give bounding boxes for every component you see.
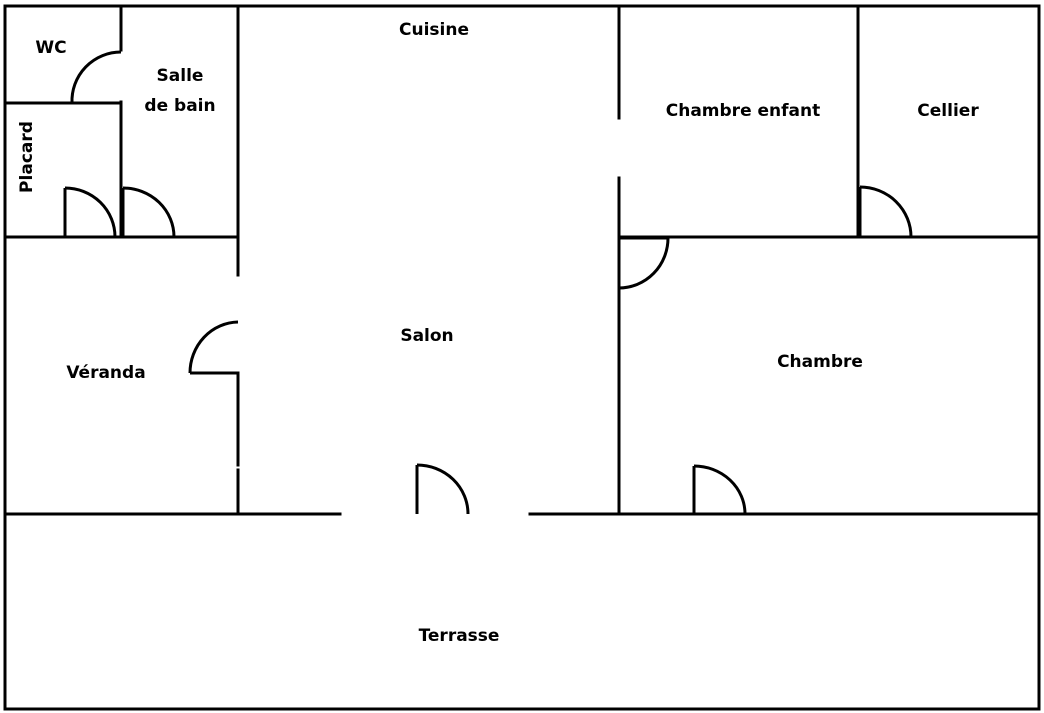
door-salon (415, 463, 470, 515)
doors (63, 50, 913, 515)
label-cellier: Cellier (917, 101, 979, 121)
label-salon: Salon (400, 326, 453, 346)
door-chambre-terrasse (692, 464, 747, 515)
label-terrasse: Terrasse (419, 626, 500, 646)
outer-wall (3, 4, 1041, 711)
door-placard (63, 186, 117, 238)
label-salle-de-bain-line2: de bain (144, 96, 215, 116)
label-salle-de-bain-line1: Salle (157, 66, 204, 86)
door-salle-de-bain (121, 186, 176, 238)
label-placard: Placard (17, 121, 37, 193)
label-chambre-enfant: Chambre enfant (666, 101, 821, 121)
door-cellier (858, 185, 913, 238)
label-chambre: Chambre (777, 352, 863, 372)
room-labels: WC Salle de bain Placard Cuisine Chambre… (17, 20, 979, 646)
interior-walls (3, 4, 1041, 516)
label-veranda: Véranda (66, 363, 145, 383)
door-chambre (618, 236, 670, 290)
door-wc (70, 50, 122, 105)
door-veranda (188, 320, 239, 375)
label-cuisine: Cuisine (399, 20, 469, 40)
label-wc: WC (35, 38, 66, 58)
